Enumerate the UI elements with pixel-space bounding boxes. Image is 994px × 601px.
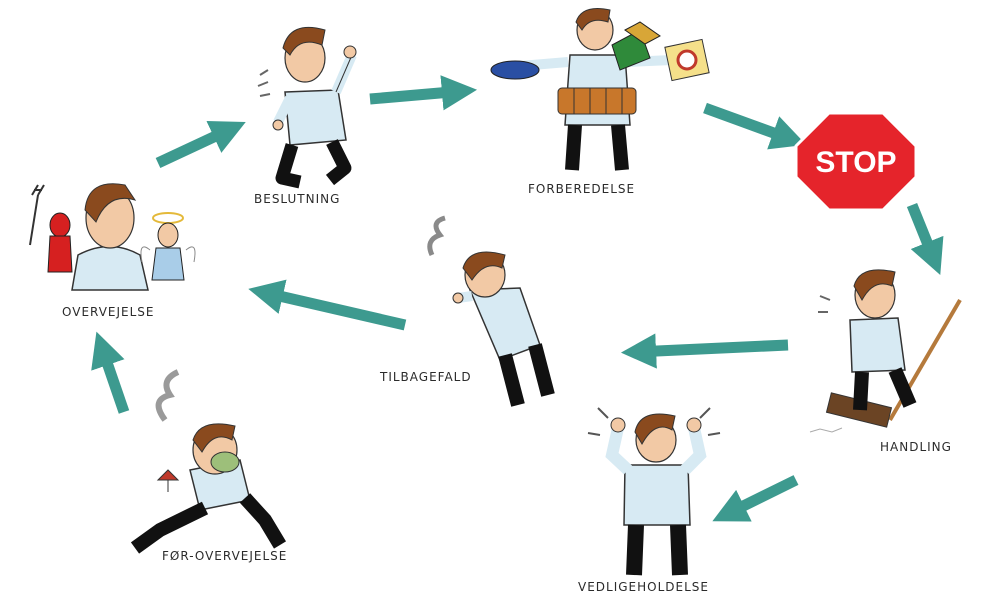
arrow-tilbagefald-to-overvejelse (248, 279, 407, 331)
forberedelse-figure (490, 8, 710, 171)
vedligeholdelse-figure (587, 407, 721, 576)
label-beslutning: BESLUTNING (254, 192, 341, 206)
arrow-beslutning-to-forberedelse (369, 75, 478, 111)
label-vedligeholdelse: VEDLIGEHOLDELSE (578, 580, 709, 594)
label-overvejelse: OVERVEJELSE (62, 305, 155, 319)
tilbagefald-figure (427, 215, 555, 407)
devil-icon (29, 184, 73, 273)
arrow-forberedelse-to-stop (703, 102, 807, 150)
label-forberedelse: FORBEREDELSE (528, 182, 636, 196)
overvejelse-figure (29, 183, 196, 291)
arrow-handling-to-vedligeholdelse (712, 475, 799, 522)
arrow-overvejelse-to-beslutning (155, 120, 246, 168)
label-tilbagefald: TILBAGEFALD (380, 370, 472, 384)
arrow-for-overvejelse-to-overvejelse (91, 331, 130, 414)
for-overvejelse-figure (130, 369, 287, 554)
handling-figure (809, 269, 962, 433)
label-handling: HANDLING (880, 440, 952, 454)
angel-icon (140, 212, 196, 281)
arrow-handling-to-tilbagefald (620, 333, 789, 369)
arrow-stop-to-handling (906, 202, 944, 276)
label-for-overvejelse: FØR-OVERVEJELSE (162, 549, 288, 563)
stop-sign-text: STOP (815, 146, 896, 179)
beslutning-figure (257, 26, 357, 189)
stop-sign: STOP (794, 111, 918, 212)
